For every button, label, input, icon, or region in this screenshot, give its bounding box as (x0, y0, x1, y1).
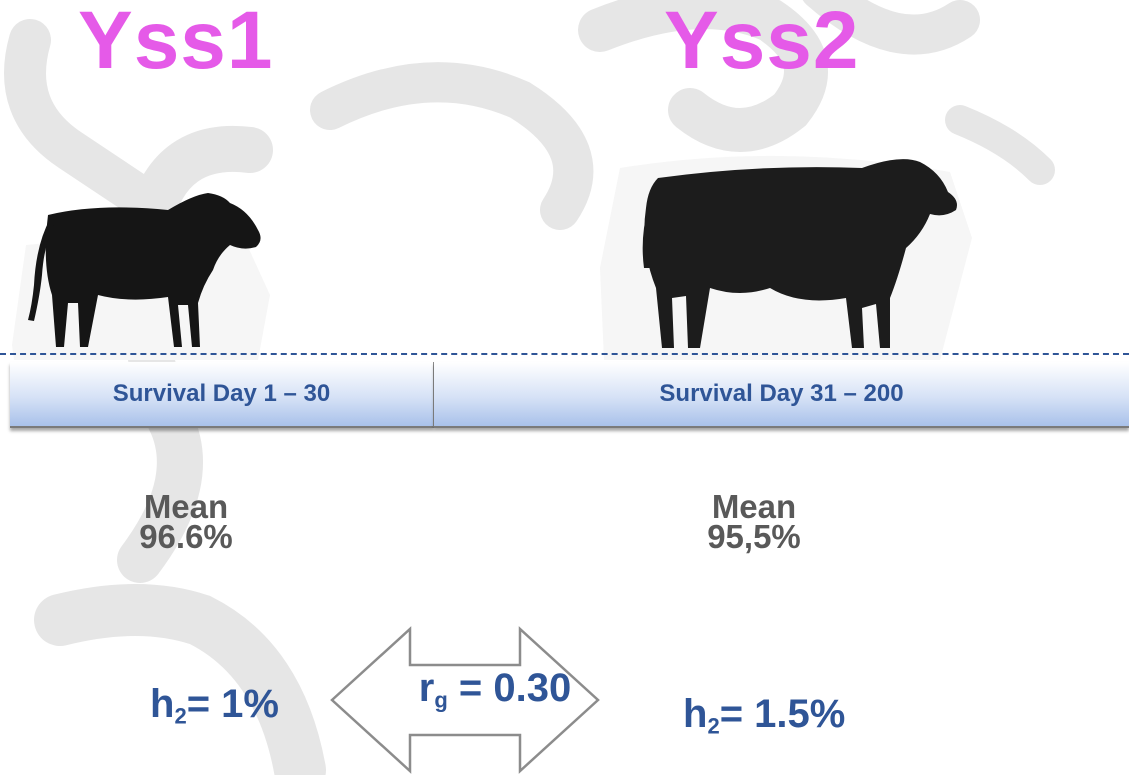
heritability-yss2: h2= 1.5% (683, 692, 845, 740)
mean-label-left: Mean (143, 488, 229, 525)
double-arrow-shape (330, 626, 600, 774)
h2-right-value: = 1.5% (719, 692, 846, 736)
mean-value-right: 95,5% (707, 518, 801, 555)
h2-left-value: = 1% (186, 682, 279, 726)
bull-image (600, 155, 972, 360)
mean-label-right: Mean (711, 488, 797, 525)
timeline-divider (0, 353, 1129, 355)
h2-right-subscript: 2 (707, 713, 720, 739)
period-bar-day-31-200: Survival Day 31 – 200 (434, 362, 1129, 428)
mean-yss1: Mean 96.6% (96, 488, 276, 555)
mean-value-left: 96.6% (139, 518, 233, 555)
period-bar-day-1-30: Survival Day 1 – 30 (10, 362, 434, 428)
heritability-yss1: h2= 1% (150, 682, 279, 730)
title-yss2: Yss2 (664, 0, 860, 86)
h2-left-subscript: 2 (174, 703, 187, 729)
rg-value: = 0.30 (447, 666, 572, 710)
mean-yss2: Mean 95,5% (664, 488, 844, 555)
period-label-right: Survival Day 31 – 200 (659, 380, 904, 407)
rg-subscript: g (434, 687, 448, 713)
calf-image (12, 193, 270, 360)
genetic-correlation: rg = 0.30 (400, 666, 590, 714)
h2-right-symbol: h (683, 692, 708, 736)
rg-symbol: r (418, 666, 435, 710)
h2-left-symbol: h (150, 682, 175, 726)
period-label-left: Survival Day 1 – 30 (112, 380, 331, 407)
title-yss1: Yss1 (78, 0, 274, 86)
